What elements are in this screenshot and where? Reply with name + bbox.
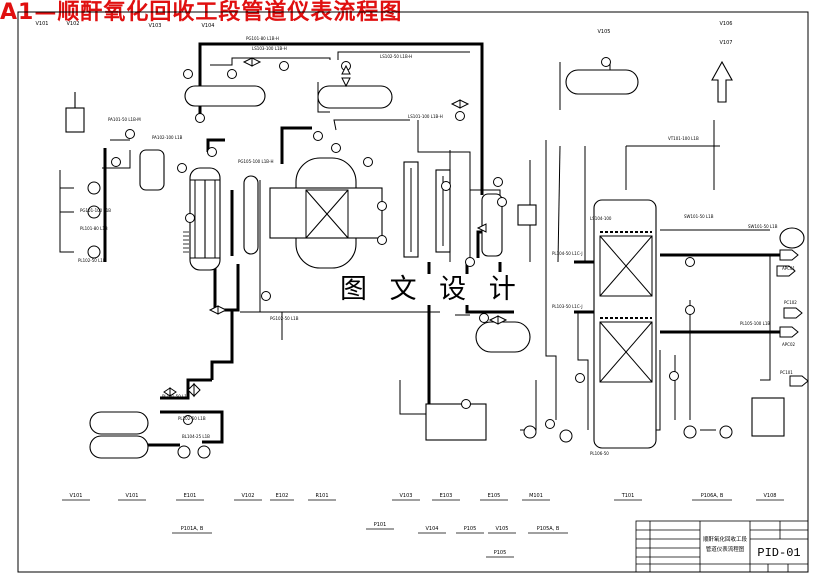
drum-v102 — [317, 85, 393, 109]
legend-tag: E101 — [184, 493, 197, 499]
line-tag: LS101-100 L1B-H — [408, 114, 443, 119]
legend-tag: P105A, B — [537, 526, 560, 532]
legend-tag: P101A, B — [181, 526, 204, 532]
equipment-legend: V101 V101 E101 V102 E102 R101 V103 E103 … — [70, 493, 777, 556]
line-tag: PL106-50 — [590, 451, 609, 456]
top-right-labels: V105 V106 V107 — [598, 21, 733, 46]
line-tags: LS103-100 L1B-H LS102-50 L1B-H PG101-80 … — [78, 36, 778, 456]
line-tag: PA101-50 L1B-M — [108, 117, 141, 122]
legend-tag: P105 — [494, 550, 507, 556]
title-block-name-1: 顺酐氧化回收工段 — [703, 535, 748, 543]
pot-v106 — [517, 204, 537, 226]
line-tag: LS102-50 L1B-H — [380, 54, 412, 59]
vent-stack — [711, 60, 733, 103]
line-tag: PL105-100 L1B — [740, 321, 770, 326]
filter-stack — [65, 107, 85, 133]
top-label-v101: V101 — [36, 21, 49, 27]
legend-tag: V108 — [764, 493, 777, 499]
stream-label: PC101 — [780, 370, 793, 375]
stream-label: APC01 — [782, 266, 795, 271]
top-label-v105: V105 — [598, 29, 611, 35]
line-tag: SW101-50 L1B — [748, 224, 778, 229]
top-label-v104: V104 — [202, 23, 215, 29]
line-tag: LS103-100 L1B-H — [252, 46, 287, 51]
pump-p102a — [177, 445, 191, 459]
legend-tag: T101 — [621, 493, 635, 499]
line-tag: PL102-50 L1B — [178, 416, 206, 421]
line-tag: PL104-50 L1C-J — [552, 251, 583, 256]
drum-v105 — [565, 69, 639, 95]
hatch-marks — [183, 231, 189, 253]
legend-tag: P101 — [374, 522, 387, 528]
vessel-v103 — [139, 149, 165, 191]
legend-tag: V101 — [70, 493, 83, 499]
legend-tag: R101 — [315, 493, 328, 499]
storage-tank-1 — [89, 411, 149, 435]
drawing-border — [17, 11, 809, 573]
top-label-v107: V107 — [720, 40, 733, 46]
column-t101 — [593, 199, 657, 449]
title-block — [635, 520, 809, 573]
legend-tag: E102 — [276, 493, 289, 499]
line-tag: VT101-100 L1B — [668, 136, 699, 141]
line-tag: PG101-100 L1B — [80, 208, 111, 213]
legend-tag: E103 — [440, 493, 453, 499]
pump-p101a — [87, 181, 101, 195]
line-tag: BL104-25 L1B — [182, 434, 210, 439]
pump-p103b — [559, 429, 573, 443]
stream-label: APC02 — [782, 342, 795, 347]
legend-tag: V101 — [126, 493, 139, 499]
legend-tag: V105 — [496, 526, 509, 532]
column-packing — [190, 168, 653, 383]
line-tag: PL101-50 L1B — [162, 394, 190, 399]
pump-p102b — [197, 445, 211, 459]
line-tag: SW101-50 L1B — [684, 214, 714, 219]
pump-p106a — [683, 425, 697, 439]
legend-tag: P105 — [464, 526, 477, 532]
pump-p101b — [87, 205, 101, 219]
pump-p106b — [719, 425, 733, 439]
secondary-piping — [59, 51, 771, 431]
storage-tank-2 — [89, 435, 149, 459]
top-label-v106: V106 — [720, 21, 733, 27]
column-small — [243, 175, 259, 255]
legend-tag: M101 — [529, 493, 543, 499]
top-label-strip: V101 V102 V103 V104 — [36, 21, 215, 29]
valves — [163, 57, 508, 398]
top-label-v102: V102 — [67, 21, 80, 27]
legend-tag: V104 — [426, 526, 439, 532]
line-tag: PL103-50 L1C-J — [552, 304, 583, 309]
cooler-e105 — [779, 227, 805, 249]
separator-v104 — [481, 193, 503, 257]
top-label-v103: V103 — [149, 23, 162, 29]
pump-p101c — [87, 245, 101, 259]
stream-label: PC102 — [784, 300, 797, 305]
stream-labels: APC01 APC02 PC102 PC101 — [780, 266, 797, 375]
line-tag: PA102-100 L1B — [152, 135, 183, 140]
drawing-number: PID-01 — [757, 546, 800, 560]
legend-tag: P106A, B — [701, 493, 724, 499]
tank-v108 — [751, 397, 785, 437]
equipment — [65, 60, 805, 459]
legend-tag: V103 — [400, 493, 413, 499]
line-tag: PL102-50 L1B — [78, 258, 106, 263]
watermark: 图 文 设 计 — [334, 274, 529, 306]
line-tag: PG105-100 L1B-H — [238, 159, 273, 164]
legend-tag: V102 — [242, 493, 255, 499]
tank-t101 — [425, 403, 487, 441]
line-tag: PG101-80 L1B-H — [246, 36, 279, 41]
drum-v101 — [184, 85, 266, 107]
line-tag: PL101-80 L1B — [80, 226, 108, 231]
pumps — [87, 181, 733, 459]
receiver-v107 — [475, 321, 531, 353]
line-tag: LS104-100 — [590, 216, 612, 221]
legend-tag: E105 — [488, 493, 501, 499]
stream-arrows — [776, 249, 809, 387]
equipment-legend-underlines — [62, 499, 784, 558]
pump-p103a — [523, 425, 537, 439]
line-tag: PG102-50 L1B — [270, 316, 299, 321]
title-block-name-2: 管道仪表流程图 — [706, 545, 745, 553]
main-piping — [103, 42, 780, 447]
